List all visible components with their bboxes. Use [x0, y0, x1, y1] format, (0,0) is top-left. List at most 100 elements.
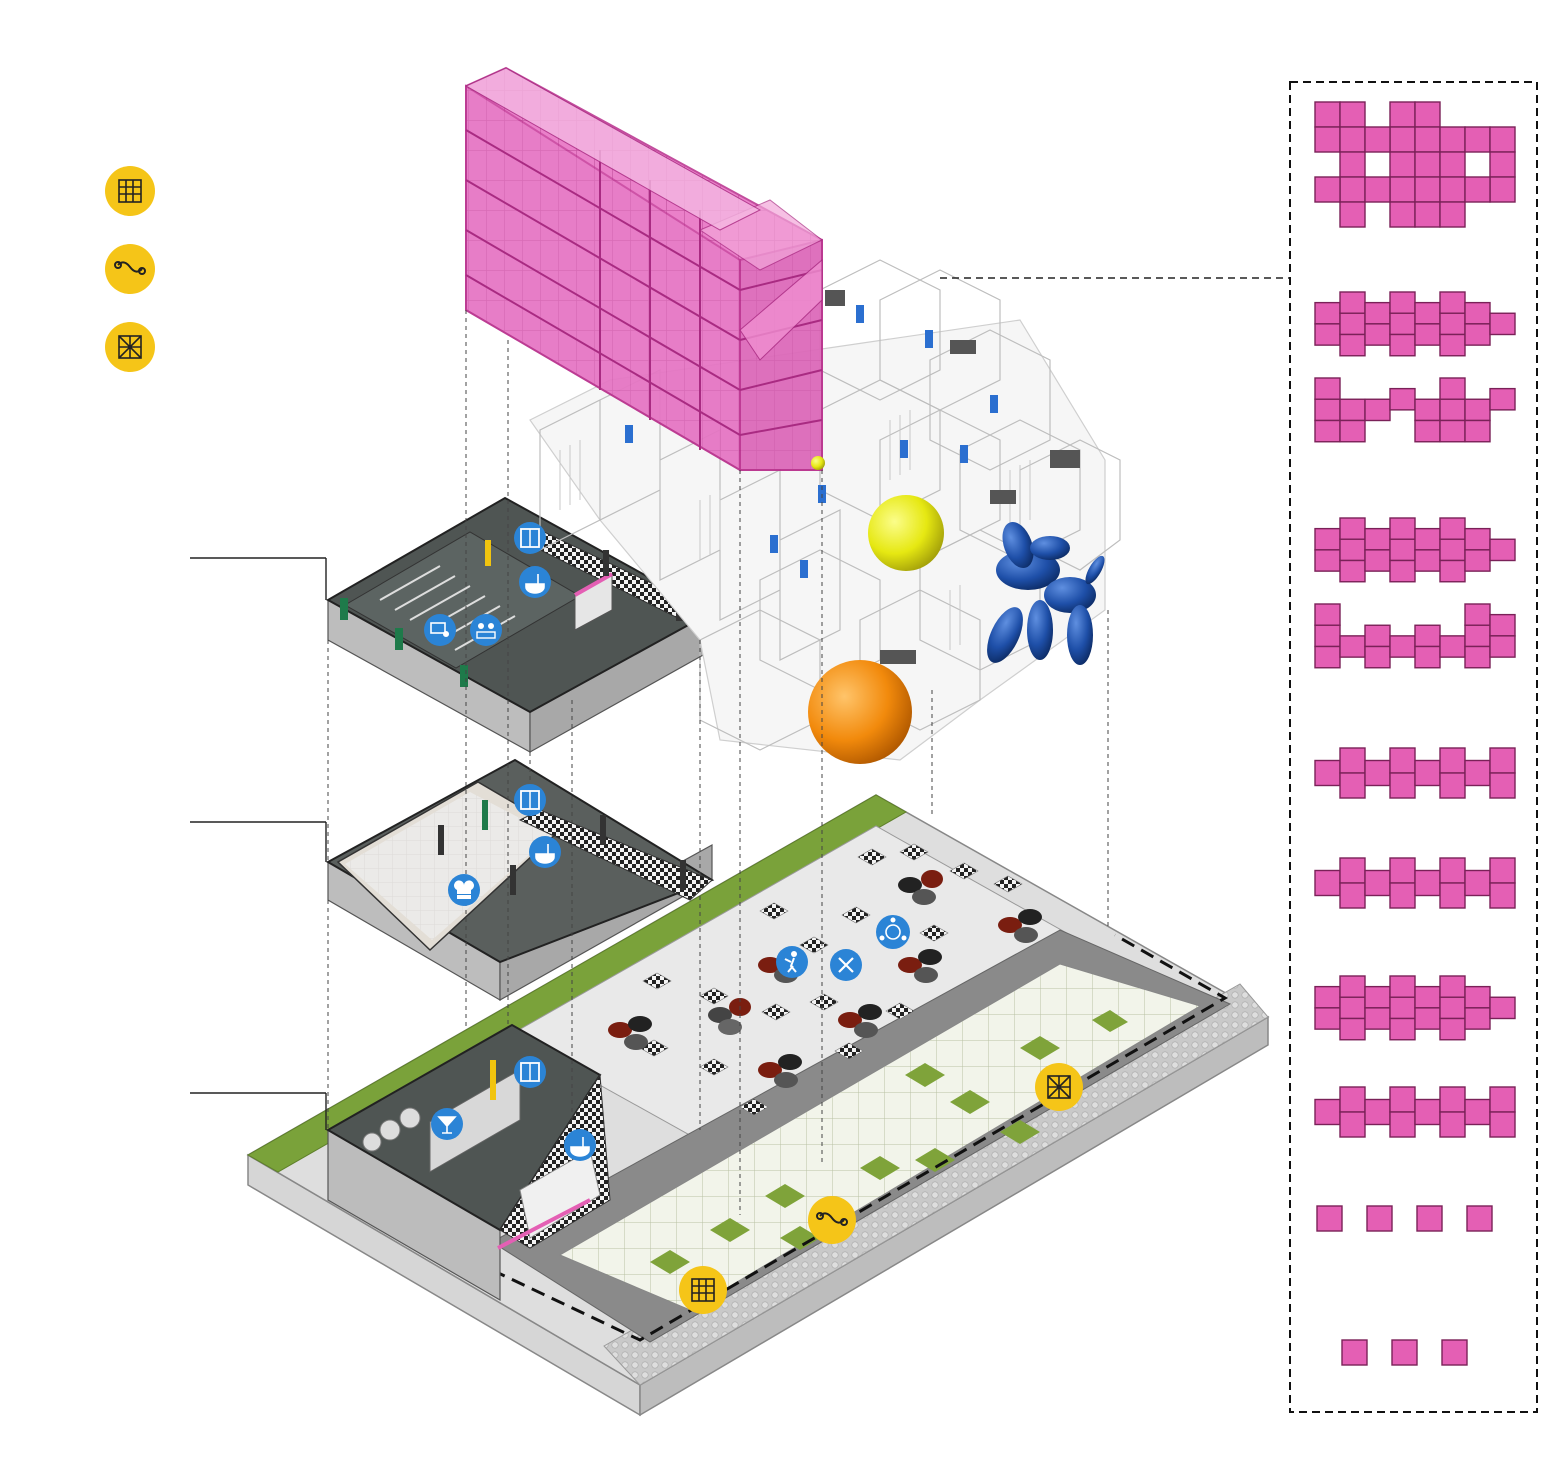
module-cell: [1464, 759, 1491, 787]
module-cell: [1364, 527, 1391, 551]
module-cell: [1314, 985, 1341, 1009]
module-cell: [1364, 176, 1391, 203]
module-cell: [1389, 291, 1416, 314]
module-cell: [1339, 996, 1366, 1020]
module-cell: [1439, 126, 1466, 153]
module-cell: [1414, 869, 1441, 897]
module-cell: [1489, 613, 1516, 637]
blue-badges: [424, 522, 910, 1161]
module-cell: [1489, 857, 1516, 884]
module-cell: [1314, 126, 1341, 153]
module-cell: [1314, 301, 1341, 325]
module-cell: [1339, 201, 1366, 228]
module-cell: [1339, 312, 1366, 336]
connector-lines: [190, 277, 1290, 1130]
module-cell: [1414, 301, 1441, 325]
module-cell: [1389, 387, 1416, 411]
module-cell: [1364, 869, 1391, 897]
module-cell: [1364, 1007, 1391, 1030]
module-cell: [1439, 398, 1466, 422]
module-cell: [1339, 398, 1366, 422]
module-cell: [1439, 201, 1466, 228]
route-path-icon: [808, 1196, 856, 1244]
module-cell: [1364, 323, 1391, 346]
module-cell: [1414, 527, 1441, 551]
module-cell: [1314, 645, 1341, 669]
module-cell: [1464, 603, 1491, 626]
middle-floor-block: [325, 758, 715, 1002]
module-cell: [1414, 398, 1441, 422]
module-cell: [1314, 419, 1341, 443]
module-cell: [1464, 869, 1491, 897]
blue-balloon-dog: [987, 521, 1105, 665]
module-cell: [1339, 333, 1366, 357]
module-cell: [1489, 635, 1516, 658]
module-cell: [1489, 772, 1516, 799]
module-cell: [1464, 398, 1491, 422]
module-cell: [1414, 985, 1441, 1009]
module-cell: [1414, 101, 1441, 128]
module-cell: [1464, 301, 1491, 325]
module-cell: [1364, 398, 1391, 422]
upper-floor-block: [325, 496, 715, 754]
module-cell: [1339, 538, 1366, 562]
module-cell: [1439, 151, 1466, 178]
module-cell: [1364, 985, 1391, 1009]
module-cell: [1389, 996, 1416, 1020]
module-cell: [1341, 1339, 1368, 1366]
washbasin-icon: [519, 566, 551, 598]
module-cell: [1439, 747, 1466, 774]
module-cell: [1464, 1098, 1491, 1126]
module-cell: [1439, 635, 1466, 658]
module-cell: [1439, 882, 1466, 909]
workshop-icon: [470, 614, 502, 646]
module-cell: [1389, 151, 1416, 178]
module-cell: [1439, 176, 1466, 203]
module-cell: [1489, 1086, 1516, 1113]
module-cell: [1439, 857, 1466, 884]
module-cell: [1439, 559, 1466, 583]
building-icon: [679, 1266, 727, 1314]
module-cell: [1489, 1111, 1516, 1138]
module-cell: [1391, 1339, 1418, 1366]
module-cell: [1339, 772, 1366, 799]
cocktail-icon: [431, 1108, 463, 1140]
module-cell: [1314, 624, 1341, 648]
module-cell: [1464, 176, 1491, 203]
module-cell: [1389, 1086, 1416, 1113]
module-cell: [1389, 201, 1416, 228]
module-cell: [1339, 1111, 1366, 1138]
module-cell: [1339, 291, 1366, 314]
module-cell: [1339, 419, 1366, 443]
module-cell: [1439, 1017, 1466, 1041]
module-cell: [1339, 975, 1366, 998]
module-cell: [1389, 126, 1416, 153]
module-cell: [1339, 1017, 1366, 1041]
module-cell: [1489, 387, 1516, 411]
module-cell: [1339, 151, 1366, 178]
module-cell: [1364, 549, 1391, 572]
performer-icon: [776, 946, 808, 978]
module-cell: [1489, 126, 1516, 153]
module-cell: [1339, 559, 1366, 583]
module-cell: [1489, 882, 1516, 909]
module-cell: [1389, 559, 1416, 583]
module-cell: [1414, 759, 1441, 787]
building-icon: [105, 166, 155, 216]
module-cell: [1464, 527, 1491, 551]
module-cell: [1389, 857, 1416, 884]
module-cell: [1314, 869, 1341, 897]
module-cell: [1414, 323, 1441, 346]
module-cell: [1489, 176, 1516, 203]
module-cell: [1314, 1098, 1341, 1126]
module-cell: [1339, 176, 1366, 203]
module-cell: [1489, 538, 1516, 562]
module-cell: [1339, 882, 1366, 909]
pink-glass-building: [464, 66, 823, 472]
module-cell: [1464, 645, 1491, 669]
module-cell: [1339, 857, 1366, 884]
module-cell: [1464, 985, 1491, 1009]
module-cell: [1414, 645, 1441, 669]
yellow-sphere: [868, 495, 944, 571]
module-cell: [1466, 1205, 1493, 1232]
